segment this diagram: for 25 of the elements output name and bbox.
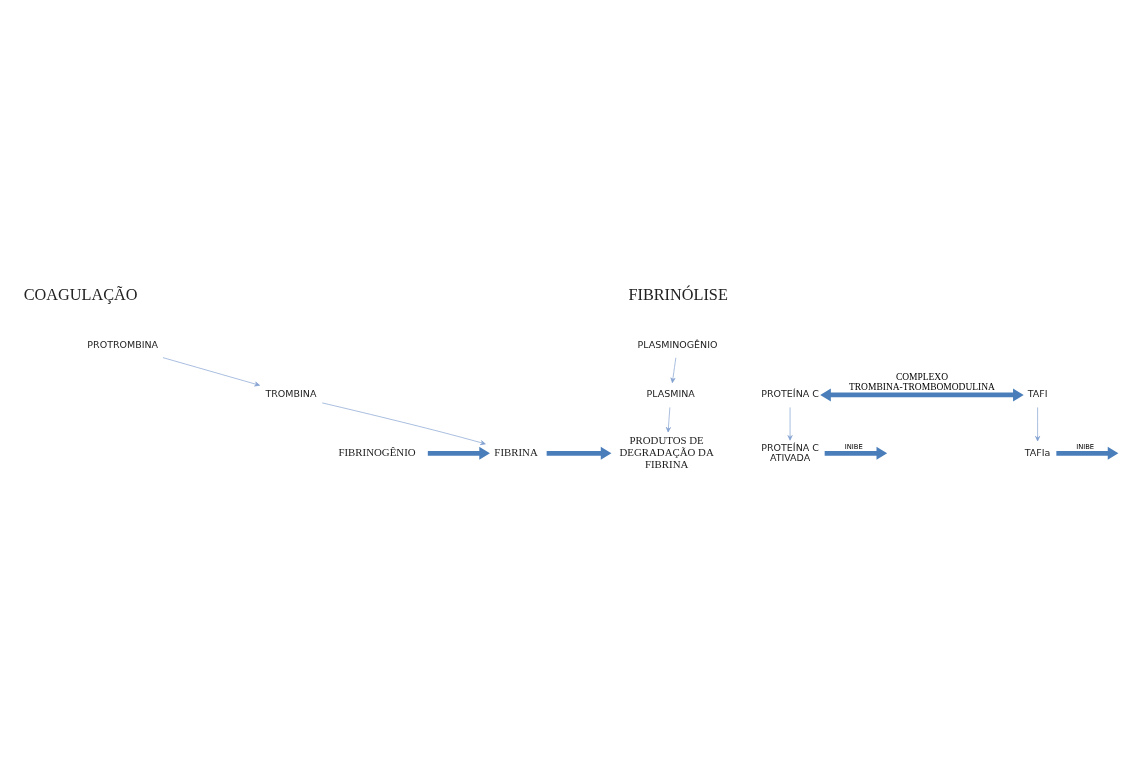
node-text: PROTROMBINA (87, 338, 159, 350)
node-text: PROTEÍNA C ATIVADA (761, 441, 819, 463)
arrow (670, 357, 677, 384)
arrow (427, 446, 490, 460)
node-text: FIBRINA (494, 445, 538, 458)
label: COAGULAÇÃO (23, 286, 138, 305)
node-text: TROMBINA (265, 388, 317, 400)
label: FIBRINÓLISE (628, 286, 728, 305)
node-text: PLASMINOGÊNIO (637, 338, 718, 350)
arrow (321, 402, 486, 446)
arrow (162, 357, 260, 387)
arrow (1035, 407, 1041, 442)
node-text: TAFIa (1024, 446, 1051, 458)
node-text: FIBRINOGÊNIO (338, 445, 416, 458)
node-text: PRODUTOS DE DEGRADAÇÃO DA FIBRINA (619, 433, 714, 471)
arrow (665, 407, 671, 433)
arrow (824, 446, 888, 460)
arrow (546, 446, 612, 460)
arrow (787, 407, 793, 441)
edge-label: COMPLEXO TROMBINA-TROMBOMODULINA (849, 372, 995, 393)
arrow (820, 388, 1024, 402)
node-text: PLASMINA (646, 388, 695, 400)
node-text: PROTEÍNA C (761, 388, 819, 400)
node-text: TAFI (1027, 388, 1048, 400)
arrow (1056, 446, 1119, 460)
